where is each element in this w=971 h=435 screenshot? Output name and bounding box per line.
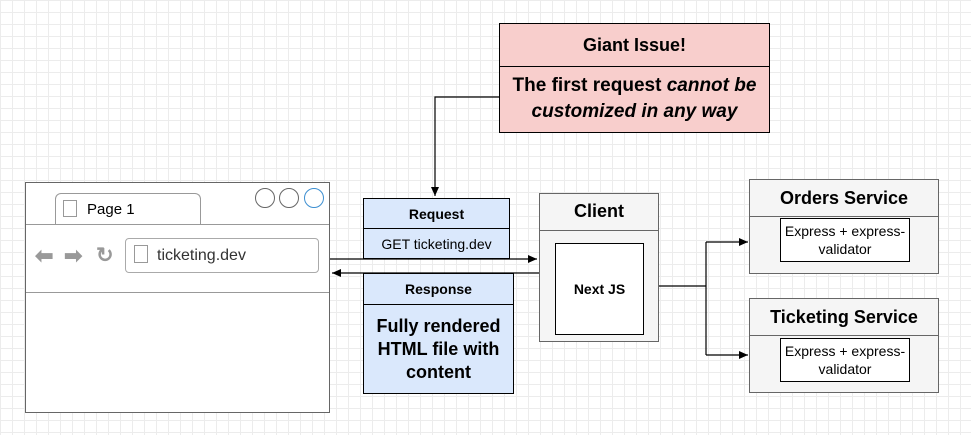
request-body: GET ticketing.dev — [363, 228, 510, 259]
back-arrow-icon[interactable]: ⬅ — [35, 243, 54, 268]
tab-label: Page 1 — [87, 201, 135, 218]
reload-icon[interactable]: ↻ — [96, 244, 114, 267]
ticketing-service-stack: Express + express-validator — [780, 338, 910, 382]
browser-tab[interactable] — [55, 193, 201, 225]
page-icon — [63, 200, 77, 217]
issue-to-request-arrow — [431, 96, 499, 196]
window-circle-icon[interactable] — [304, 188, 324, 208]
response-body: Fully rendered HTML file with content — [363, 304, 514, 394]
orders-service-stack: Express + express-validator — [780, 218, 910, 262]
issue-body-emphasis: cannot be customized in any way — [531, 75, 757, 122]
ticketing-service-title: Ticketing Service — [750, 299, 938, 336]
issue-title: Giant Issue! — [500, 24, 769, 67]
response-header: Response — [363, 273, 514, 305]
tab-divider — [26, 224, 329, 225]
forward-arrow-icon[interactable]: ➡ — [64, 243, 83, 268]
page-icon — [134, 245, 148, 263]
giant-issue-box: Giant Issue! The first request cannot be… — [499, 23, 770, 133]
orders-service-title: Orders Service — [750, 180, 938, 217]
address-bar-url: ticketing.dev — [157, 247, 246, 264]
request-header: Request — [363, 198, 510, 229]
issue-body: The first request cannot be customized i… — [500, 66, 769, 132]
window-circle-icon[interactable] — [279, 188, 299, 208]
toolbar-divider — [26, 292, 329, 293]
nextjs-box: Next JS — [555, 243, 644, 335]
address-bar[interactable] — [125, 238, 319, 273]
issue-body-text: The first request — [512, 75, 667, 96]
window-circle-icon[interactable] — [255, 188, 275, 208]
client-title: Client — [539, 193, 659, 231]
